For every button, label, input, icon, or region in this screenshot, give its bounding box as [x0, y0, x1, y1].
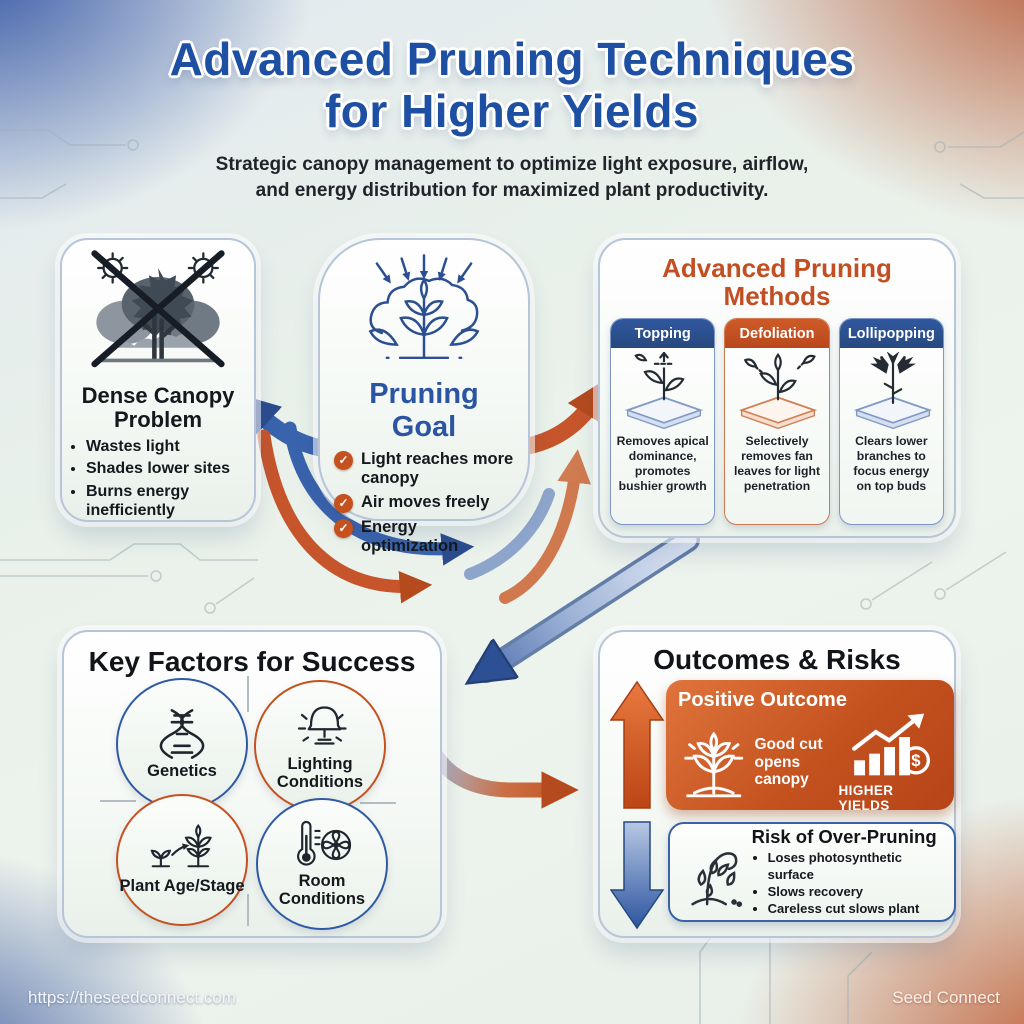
method-card-topping: Topping Removes a: [610, 318, 716, 526]
risk-bullet: Slows recovery: [768, 884, 948, 901]
goal-item: Air moves freely: [334, 493, 514, 513]
healthy-plant-icon: [684, 731, 744, 797]
check-icon: [334, 493, 353, 513]
methods-title-line2: Methods: [723, 281, 831, 312]
advanced-pruning-methods-card: Advanced Pruning Methods Topping: [598, 238, 956, 538]
growth-stages-icon: [150, 824, 212, 868]
page-title-line2: for Higher Yields: [324, 84, 700, 137]
factor-label: Plant Age/Stage: [119, 877, 245, 896]
outcomes-title: Outcomes & Risks: [653, 644, 901, 675]
down-arrow-icon: [610, 821, 665, 930]
rising-bars-dollar-icon: $: [852, 713, 931, 776]
risk-over-pruning-card: Risk of Over-Pruning Loses photosyntheti…: [668, 822, 956, 922]
subtitle-line2: and energy distribution for maximized pl…: [255, 179, 769, 201]
page-title-line1: Advanced Pruning Techniques: [169, 33, 855, 85]
goal-item-label: Energy optimization: [361, 517, 459, 555]
factor-label: Lighting Conditions: [276, 755, 364, 791]
method-header: Defoliation: [725, 319, 829, 349]
factor-label: Room Conditions: [278, 872, 366, 908]
method-card-defoliation: Defoliation: [724, 318, 830, 526]
arrow-goal-to-methods: [519, 377, 609, 455]
positive-outcome-title: Positive Outcome: [678, 689, 847, 711]
check-icon: [334, 451, 353, 470]
up-down-arrows: [610, 680, 665, 930]
methods-title-line1: Advanced Pruning: [662, 253, 892, 283]
positive-outcome-description: Good cut opens canopy: [754, 736, 823, 789]
grow-lamp-icon: [297, 706, 347, 745]
dense-canopy-problem-card: Dense Canopy Problem Wastes light Shades…: [60, 238, 256, 522]
factor-lighting: Lighting Conditions: [254, 680, 386, 812]
lollipopping-plant-icon: [853, 352, 932, 430]
thermometer-fan-icon: [297, 821, 352, 866]
page-title: Advanced Pruning Techniques for Higher Y…: [0, 33, 1024, 138]
dense-canopy-bullet-list: Wastes light Shades lower sites Burns en…: [86, 437, 244, 521]
method-card-lollipopping: Lollipopping Clears lower branch: [838, 318, 944, 526]
dna-icon: [159, 709, 205, 759]
method-description: Selectively removes fan leaves for light…: [733, 434, 820, 493]
method-header: Lollipopping: [839, 319, 943, 349]
factor-room-conditions: Room Conditions: [256, 798, 388, 930]
goal-item: Light reaches more canopy: [334, 450, 514, 488]
pruning-goal-checklist: Light reaches more canopy Air moves free…: [334, 450, 514, 556]
risk-bullet: Loses photosynthetic surface: [768, 850, 948, 884]
methods-title: Advanced Pruning Methods: [610, 254, 944, 310]
higher-yields-badge: HIGHER YIELDS: [838, 783, 894, 813]
key-factors-title: Key Factors for Success: [88, 646, 416, 677]
method-description: Removes apical dominance, promotes bushi…: [616, 434, 709, 493]
pruning-goal-card: Pruning Goal Light reaches more canopy A…: [318, 238, 530, 555]
divider-tick: [100, 800, 136, 802]
pruning-goal-title: Pruning Goal: [369, 378, 479, 443]
divider-tick: [247, 676, 249, 712]
risk-title: Risk of Over-Pruning: [751, 826, 937, 848]
divider-tick: [247, 894, 249, 926]
positive-outcome-card: Positive Outcome Good cut opens canopy: [666, 680, 954, 813]
dense-canopy-bullet: Wastes light: [86, 437, 244, 457]
arrow-factors-to-outcomes: [426, 744, 579, 809]
goal-item-label: Light reaches more canopy: [361, 450, 514, 487]
wilting-plant-icon: [691, 852, 743, 907]
defoliation-leaves-icon: [739, 353, 818, 430]
dense-canopy-title: Dense Canopy Problem: [81, 383, 235, 432]
footer-url: https://theseedconnect.com: [28, 988, 236, 1007]
header: Advanced Pruning Techniques for Higher Y…: [0, 33, 1024, 203]
footer-brand: Seed Connect: [892, 988, 1000, 1007]
method-header: Topping: [611, 319, 715, 349]
methods-row: Topping Removes a: [610, 318, 944, 526]
goal-item-label: Air moves freely: [361, 492, 490, 511]
subtitle-line1: Strategic canopy management to optimize …: [215, 153, 809, 175]
crossed-out-dense-canopy-icon: [91, 250, 225, 368]
key-factors-card: Key Factors for Success Genetics: [62, 630, 442, 938]
light-arrows-on-plant-icon: [368, 254, 480, 360]
topping-cut-icon: [624, 352, 704, 430]
up-arrow-icon: [610, 680, 665, 809]
dense-canopy-bullet: Burns energy inefficiently: [86, 482, 244, 521]
factor-plant-age: Plant Age/Stage: [116, 794, 248, 926]
check-icon: [334, 518, 353, 538]
svg-text:$: $: [911, 751, 921, 770]
outcomes-risks-card: Outcomes & Risks Positive Outcome: [598, 630, 956, 938]
method-description: Clears lower branches to focus energy on…: [853, 434, 930, 493]
factor-genetics: Genetics: [116, 678, 248, 810]
divider-tick: [360, 802, 396, 804]
factor-label: Genetics: [147, 762, 217, 781]
dense-canopy-bullet: Shades lower sites: [86, 459, 244, 479]
page-subtitle: Strategic canopy management to optimize …: [0, 152, 1024, 203]
goal-item: Energy optimization: [334, 518, 514, 556]
risk-bullet-list: Loses photosynthetic surface Slows recov…: [768, 850, 948, 918]
risk-bullet: Careless cut slows plant: [768, 901, 948, 918]
